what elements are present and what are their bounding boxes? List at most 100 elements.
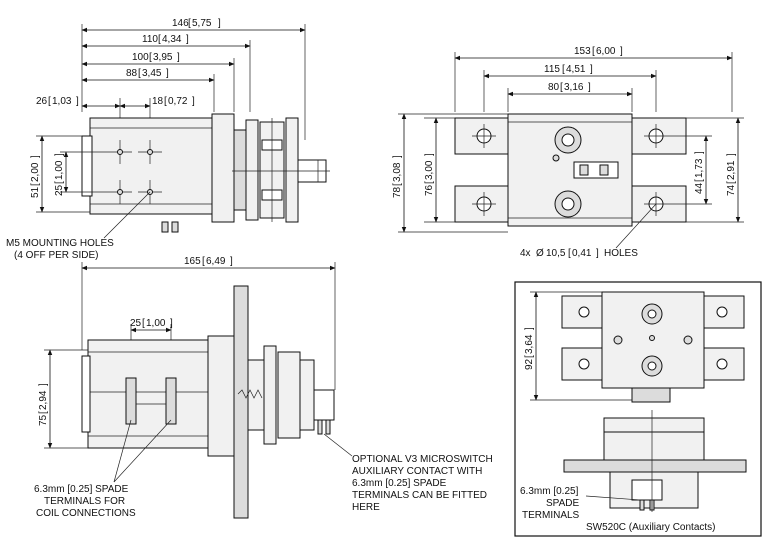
dim-25-side-alt: 1,00 bbox=[54, 160, 65, 180]
inset-sw520c: 92 [ 3,64 ] 6.3mm [0.25] SPADE TERMINALS… bbox=[514, 281, 762, 537]
dim-75-alt: 2,94 bbox=[38, 390, 49, 410]
svg-text:]: ] bbox=[726, 153, 737, 156]
note-micro-5: HERE bbox=[352, 502, 380, 513]
svg-text:[: [ bbox=[524, 355, 535, 358]
svg-text:[: [ bbox=[138, 68, 141, 79]
svg-text:]: ] bbox=[588, 82, 591, 93]
dim-18-alt: 0,72 bbox=[168, 96, 188, 107]
note-micro-4: TERMINALS CAN BE FITTED bbox=[352, 490, 487, 501]
dim-153: 153 bbox=[574, 46, 591, 57]
note-micro-3: 6.3mm [0.25] SPADE bbox=[352, 478, 447, 489]
svg-text:]: ] bbox=[76, 96, 79, 107]
dim-100: 100 bbox=[132, 52, 149, 63]
svg-text:]: ] bbox=[30, 155, 41, 158]
svg-text:]: ] bbox=[596, 248, 599, 259]
note-holes-value: 10,5 bbox=[546, 248, 566, 259]
dim-26: 26 bbox=[36, 96, 48, 107]
svg-text:[: [ bbox=[48, 96, 51, 107]
inset-caption: SW520C (Auxiliary Contacts) bbox=[586, 522, 715, 533]
dim-26-alt: 1,03 bbox=[52, 96, 72, 107]
dim-78-alt: 3,08 bbox=[392, 162, 403, 182]
dim-25-bottom-alt: 1,00 bbox=[146, 318, 166, 329]
svg-text:[: [ bbox=[54, 181, 65, 184]
svg-text:]: ] bbox=[424, 153, 435, 156]
svg-text:[: [ bbox=[158, 34, 161, 45]
side-view-top: 146 5,75 [] 110 [ 4,34 ] 100 [ 3,95 ] 88… bbox=[6, 18, 330, 261]
svg-text:[: [ bbox=[560, 82, 563, 93]
dim-92: 92 bbox=[524, 358, 535, 370]
dim-100-alt: 3,95 bbox=[153, 52, 173, 63]
svg-text:[: [ bbox=[142, 318, 145, 329]
note-micro-1: OPTIONAL V3 MICROSWITCH bbox=[352, 454, 493, 465]
note-mounting-holes: M5 MOUNTING HOLES bbox=[6, 238, 114, 249]
svg-text:]: ] bbox=[38, 383, 49, 386]
side-view-bottom: 165 [ 6,49 ] 25 [ 1,00 ] 75 [ 2,94 ] 6.3… bbox=[34, 256, 493, 519]
dim-78: 78 bbox=[392, 186, 403, 198]
note-holes-prefix: 4x bbox=[520, 248, 531, 259]
note-coil-2: TERMINALS FOR bbox=[44, 496, 125, 507]
svg-text:[: [ bbox=[562, 64, 565, 75]
svg-text:]: ] bbox=[54, 153, 65, 156]
svg-text:[: [ bbox=[726, 181, 737, 184]
dim-80: 80 bbox=[548, 82, 560, 93]
dim-92-alt: 3,64 bbox=[524, 334, 535, 354]
dim-76-alt: 3,00 bbox=[424, 160, 435, 180]
dim-146-alt: 5,75 bbox=[192, 18, 212, 29]
svg-text:[: [ bbox=[188, 18, 191, 29]
dim-44: 44 bbox=[694, 182, 705, 194]
svg-text:]: ] bbox=[620, 46, 623, 57]
svg-text:]: ] bbox=[694, 151, 705, 154]
svg-text:[: [ bbox=[568, 248, 571, 259]
dim-88: 88 bbox=[126, 68, 138, 79]
svg-text:]: ] bbox=[524, 327, 535, 330]
svg-text:[: [ bbox=[38, 411, 49, 414]
note-holes-symbol: Ø bbox=[536, 248, 544, 259]
svg-text:[: [ bbox=[30, 183, 41, 186]
note-inset-spade-2: SPADE bbox=[546, 498, 579, 509]
dim-115: 115 bbox=[544, 64, 560, 75]
svg-text:[: [ bbox=[164, 96, 167, 107]
svg-text:]: ] bbox=[170, 318, 173, 329]
svg-text:[: [ bbox=[202, 256, 205, 267]
note-mounting-holes-sub: (4 OFF PER SIDE) bbox=[14, 250, 98, 261]
note-inset-spade-3: TERMINALS bbox=[522, 510, 580, 521]
note-holes-alt: 0,41 bbox=[572, 248, 592, 259]
svg-text:]: ] bbox=[392, 155, 403, 158]
svg-text:]: ] bbox=[218, 18, 221, 29]
dim-74: 74 bbox=[726, 184, 737, 196]
dim-75: 75 bbox=[38, 414, 49, 426]
dim-88-alt: 3,45 bbox=[142, 68, 162, 79]
note-holes-suffix: HOLES bbox=[604, 248, 638, 259]
dim-110-alt: 4,34 bbox=[162, 34, 182, 45]
svg-text:]: ] bbox=[166, 68, 169, 79]
note-micro-2: AUXILIARY CONTACT WITH bbox=[352, 466, 482, 477]
dim-146: 146 bbox=[172, 18, 189, 29]
svg-text:]: ] bbox=[230, 256, 233, 267]
svg-text:]: ] bbox=[177, 52, 180, 63]
dim-110: 110 bbox=[142, 34, 158, 45]
dim-25-side: 25 bbox=[54, 184, 65, 196]
svg-text:]: ] bbox=[590, 64, 593, 75]
dim-25-bottom: 25 bbox=[130, 318, 142, 329]
dim-76: 76 bbox=[424, 184, 435, 196]
end-view: 153 [ 6,00 ] 115 [ 4,51 ] 80 [ 3,16 ] 78… bbox=[392, 46, 744, 259]
dim-51-alt: 2,00 bbox=[30, 162, 41, 182]
note-coil-3: COIL CONNECTIONS bbox=[36, 508, 136, 519]
svg-text:[: [ bbox=[392, 183, 403, 186]
svg-text:[: [ bbox=[424, 181, 435, 184]
svg-text:[: [ bbox=[149, 52, 152, 63]
svg-text:[: [ bbox=[592, 46, 595, 57]
dim-115-alt: 4,51 bbox=[566, 64, 586, 75]
dim-74-alt: 2,91 bbox=[726, 160, 737, 180]
dim-153-alt: 6,00 bbox=[596, 46, 616, 57]
svg-text:]: ] bbox=[186, 34, 189, 45]
dim-165: 165 bbox=[184, 256, 201, 267]
dim-44-alt: 1,73 bbox=[694, 158, 705, 178]
dim-51: 51 bbox=[30, 186, 41, 198]
dim-165-alt: 6,49 bbox=[206, 256, 226, 267]
dim-80-alt: 3,16 bbox=[564, 82, 584, 93]
svg-text:[: [ bbox=[694, 179, 705, 182]
mounting-holes-side bbox=[108, 140, 162, 204]
dim-18: 18 bbox=[152, 96, 164, 107]
